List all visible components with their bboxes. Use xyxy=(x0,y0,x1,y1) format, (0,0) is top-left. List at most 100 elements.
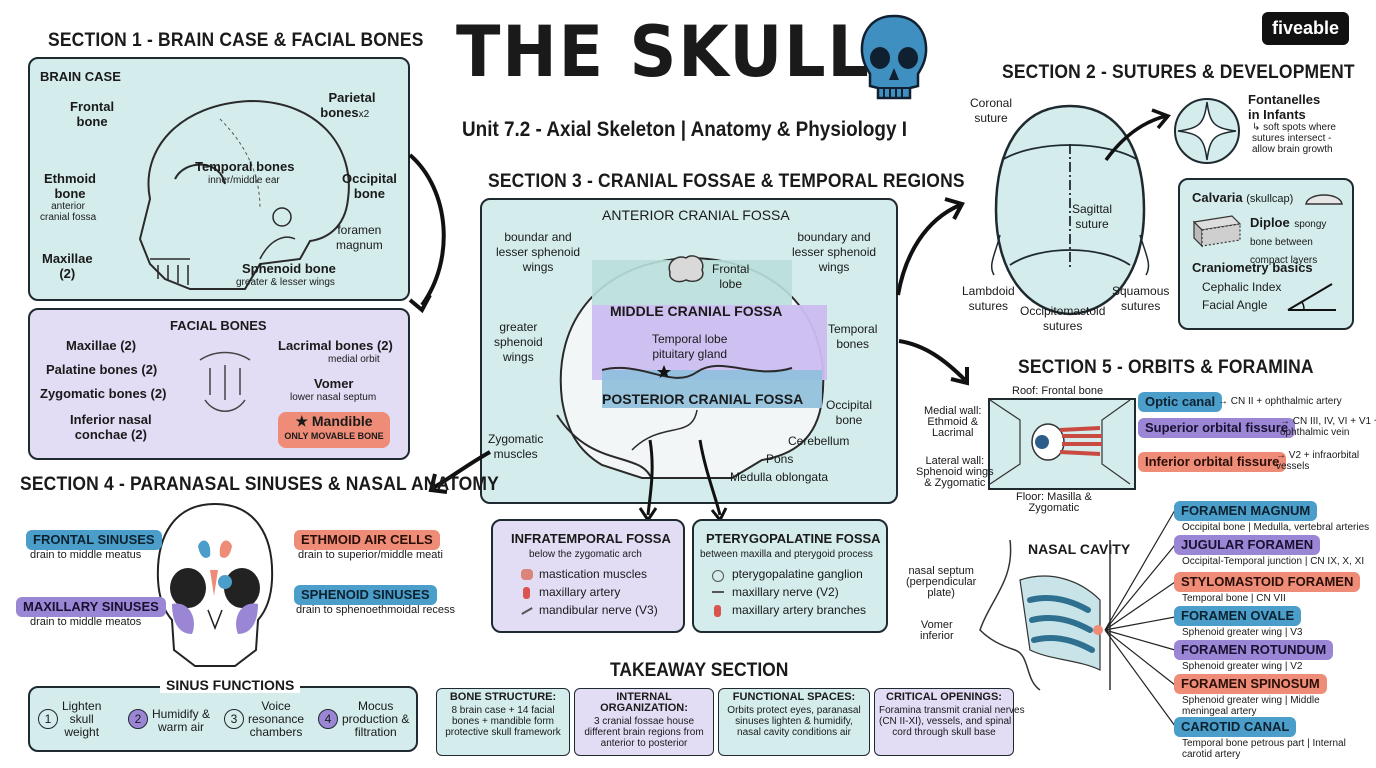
posterior-fossa-heading: POSTERIOR CRANIAL FOSSA xyxy=(602,391,804,407)
sagittal-suture-label: Sagittal suture xyxy=(1072,202,1113,231)
foramen-desc: Temporal bone petrous part | Internal ca… xyxy=(1182,738,1346,760)
eye-orbit-illustration xyxy=(989,399,1131,485)
cranial-base-illustration xyxy=(556,256,827,481)
sphenoid-sinuses-sub: drain to sphenoethmoidal recess xyxy=(296,604,455,616)
diploe-sub: spongy bone between compact layers xyxy=(1250,219,1327,266)
brain-icon xyxy=(668,255,704,283)
infratemporal-panel: INFRATEMPORAL FOSSA below the zygomatic … xyxy=(491,519,685,633)
takeaway-card-text: Foramina transmit cranial nerves (CN II-… xyxy=(879,705,1025,738)
middle-fossa-heading: MIDDLE CRANIAL FOSSA xyxy=(610,303,783,319)
takeaway-card: FUNCTIONAL SPACES: Orbits protect eyes, p… xyxy=(718,688,870,756)
foramen-desc: Sphenoid greater wing | V2 xyxy=(1182,661,1303,672)
foramen-tag: FORAMEN ROTUNDUM xyxy=(1174,640,1334,660)
sof-tag: Superior orbital fissure xyxy=(1138,418,1296,438)
fontanelles-label: Fontanelles in Infants xyxy=(1248,92,1321,122)
sphenoid-bone-label: Sphenoid bone xyxy=(242,261,336,276)
ethmoid-bone-label: Ethmoid bone xyxy=(44,171,96,201)
artery-icon xyxy=(523,587,530,599)
ethmoid-air-cells-tag: ETHMOID AIR CELLS xyxy=(294,530,440,550)
takeaway-card-heading: FUNCTIONAL SPACES: xyxy=(732,691,856,703)
page-title: THE SKULL xyxy=(456,11,871,93)
optic-canal-tag: Optic canal xyxy=(1138,392,1223,412)
iof-tag: Inferior orbital fissure xyxy=(1138,452,1287,472)
sinus-function-text: Humidify & warm air xyxy=(152,707,211,734)
takeaway-card-heading: INTERNAL ORGANIZATION: xyxy=(600,691,688,714)
infratemporal-item: mandibular nerve (V3) xyxy=(539,603,658,617)
nerve-icon xyxy=(712,591,724,593)
takeaway-card-text: 8 brain case + 14 facial bones + mandibl… xyxy=(445,705,561,738)
orbit-roof-label: Roof: Frontal bone xyxy=(1012,385,1104,397)
mandible-badge: ★ Mandible ONLY MOVABLE BONE xyxy=(278,412,390,448)
foramen-desc: Occipital-Temporal junction | CN IX, X, … xyxy=(1182,556,1365,567)
palatine-bones-label: Palatine bones (2) xyxy=(46,362,158,377)
fontanelle-icon xyxy=(1174,98,1240,164)
sinus-function-number: 3 xyxy=(224,709,244,729)
nasal-cavity-illustration xyxy=(979,539,1111,691)
sinus-function-text: Mocus production & filtration xyxy=(342,699,410,739)
ganglion-icon xyxy=(712,570,724,582)
infratemporal-item: maxillary artery xyxy=(539,585,621,599)
takeaway-card: CRITICAL OPENINGS:Foramina transmit cran… xyxy=(874,688,1025,756)
frontal-bone-label: Frontal bone xyxy=(70,99,115,129)
arrow-to-section-5 xyxy=(898,339,969,386)
facial-bones-illustration xyxy=(199,351,251,412)
calvaria-sub: (skullcap) xyxy=(1246,193,1294,205)
orbit-lateral-label: Lateral wall: Sphenoid wings & Zygomatic xyxy=(916,455,994,489)
calvaria-label: Calvaria xyxy=(1192,190,1243,205)
muscle-icon xyxy=(521,569,533,580)
section-2-title: SECTION 2 - SUTURES & DEVELOPMENT xyxy=(1002,62,1355,83)
pituitary-star-icon xyxy=(657,365,671,378)
parietal-text: Parietal bones xyxy=(320,90,376,120)
facial-maxillae-label: Maxillae (2) xyxy=(66,338,137,353)
temporal-bones-label-s3: Temporal bones xyxy=(828,322,878,351)
sphenoid-bone-sub: greater & lesser wings xyxy=(236,277,335,288)
foramen-tag: FORAMEN SPINOSUM xyxy=(1174,674,1327,694)
frontal-sinuses-tag: FRONTAL SINUSES xyxy=(26,530,162,550)
squamous-sutures-label: Squamous sutures xyxy=(1112,284,1170,313)
arrow-to-section-2 xyxy=(896,197,965,296)
takeaway-card-text: 3 cranial fossae house different brain r… xyxy=(584,716,704,749)
occipital-bone-label-s3: Occipital bone xyxy=(826,398,873,427)
artery-icon xyxy=(714,605,721,617)
diploe-icon xyxy=(1192,215,1242,248)
foramen-tag: FORAMEN OVALE xyxy=(1174,606,1302,626)
foramina-connector-lines xyxy=(1104,509,1176,727)
pterygopalatine-item: maxillary nerve (V2) xyxy=(732,585,839,599)
cranial-fossae-panel: ANTERIOR CRANIAL FOSSA boundar and lesse… xyxy=(480,198,898,504)
iof-desc: → V2 + infraorbital vessels xyxy=(1276,450,1360,472)
infratemporal-heading: INFRATEMPORAL FOSSA xyxy=(511,531,671,546)
foramen-desc: Sphenoid greater wing | Middle meningeal… xyxy=(1182,695,1320,717)
sinus-functions-heading: SINUS FUNCTIONS xyxy=(160,677,301,693)
mandible-sub: ONLY MOVABLE BONE xyxy=(284,431,384,441)
lacrimal-bones-label: Lacrimal bones (2) xyxy=(278,338,393,353)
sinus-function-text: Lighten skull weight xyxy=(62,699,102,739)
temporal-bones-sub: inner/middle ear xyxy=(208,175,280,186)
angle-icon xyxy=(1287,283,1336,311)
skullcap-icon xyxy=(1305,194,1343,205)
maxillary-sinuses-sub: drain to middle meatos xyxy=(30,616,142,628)
foramen-tag: CAROTID CANAL xyxy=(1174,717,1297,737)
pterygopalatine-item: pterygopalatine ganglion xyxy=(732,567,863,581)
foramen-tag: FORAMEN MAGNUM xyxy=(1174,501,1318,521)
arrow-to-fontanelles xyxy=(1104,108,1171,162)
infratemporal-item: mastication muscles xyxy=(539,567,648,581)
takeaway-heading: TAKEAWAY SECTION xyxy=(610,660,789,681)
craniometry-heading: Craniometry basics xyxy=(1192,260,1313,275)
brand-logo[interactable]: fiveable xyxy=(1262,12,1350,45)
maxillae-label: Maxillae (2) xyxy=(42,251,93,281)
facial-bones-heading: FACIAL BONES xyxy=(170,318,267,333)
orbit-medial-label: Medial wall: Ethmoid & Lacrimal xyxy=(924,405,982,439)
foramen-tag: STYLOMASTOID FORAMEN xyxy=(1174,572,1361,592)
greater-wings-label: greater sphenoid wings xyxy=(494,320,543,364)
pterygopalatine-panel: PTERYGOPALATINE FOSSA between maxilla an… xyxy=(692,519,888,633)
infratemporal-sub: below the zygomatic arch xyxy=(529,549,642,560)
maxillary-sinuses-tag: MAXILLARY SINUSES xyxy=(16,597,166,617)
sinus-function-number: 4 xyxy=(318,709,338,729)
pterygopalatine-heading: PTERYGOPALATINE FOSSA xyxy=(706,531,881,546)
coronal-suture-label: Coronal suture xyxy=(970,96,1013,125)
ethmoid-air-cells-sub: drain to superior/middle meati xyxy=(298,549,443,561)
takeaway-card-text: Orbits protect eyes, paranasal sinuses l… xyxy=(727,705,861,738)
facial-angle-label: Facial Angle xyxy=(1202,298,1268,312)
page-subtitle: Unit 7.2 - Axial Skeleton | Anatomy & Ph… xyxy=(462,118,907,141)
sinus-function-text: Voice resonance chambers xyxy=(248,699,305,739)
